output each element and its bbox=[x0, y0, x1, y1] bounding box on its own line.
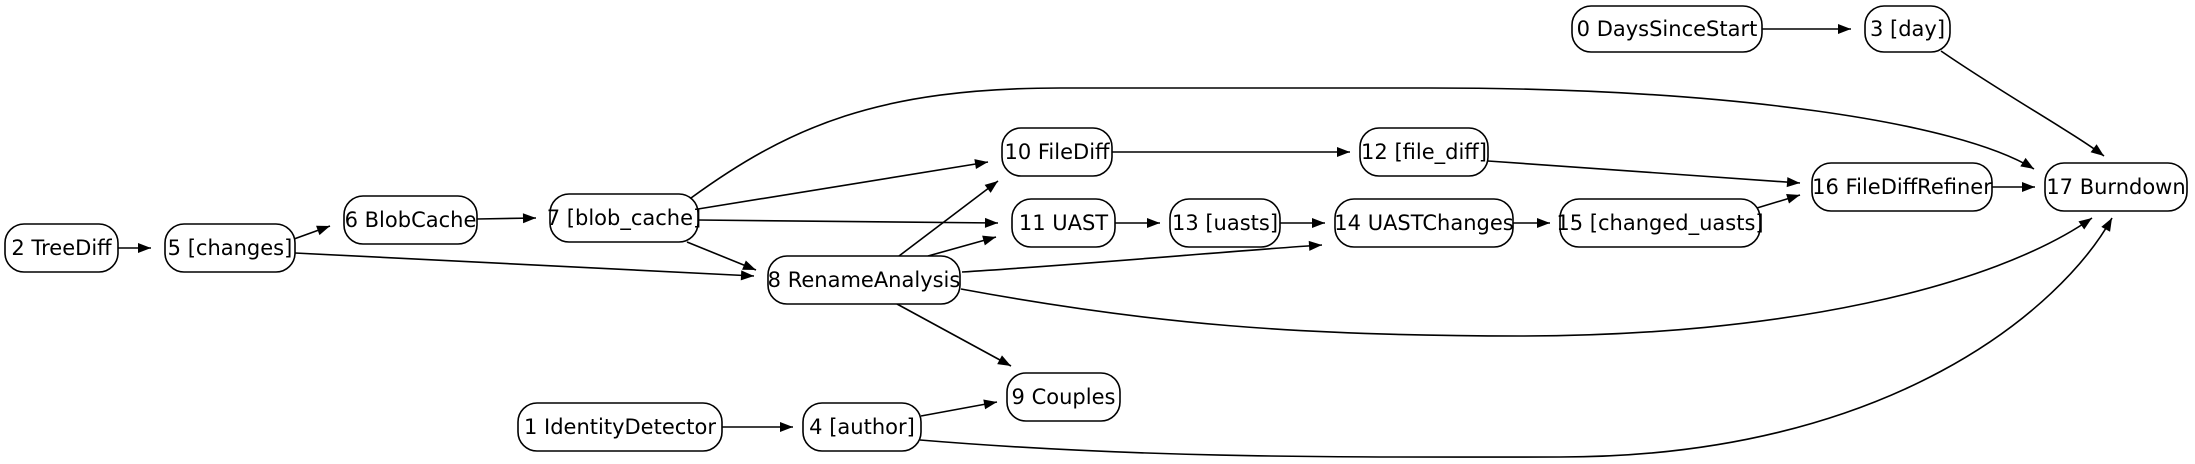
graph-node-4: 4 [author] bbox=[802, 402, 922, 452]
edge-3-to-17 bbox=[1940, 50, 2105, 157]
node-box-17 bbox=[2044, 162, 2188, 212]
nodes-layer: 0 DaysSinceStart 3 [day] 2 TreeDiff 5 [chan… bbox=[4, 5, 2188, 452]
graph-node-7: 7 [blob_cache] bbox=[547, 193, 701, 243]
node-box-8 bbox=[767, 255, 961, 305]
edge-8-to-10 bbox=[898, 180, 999, 257]
edge-8-to-9 bbox=[896, 303, 1012, 367]
node-box-11 bbox=[1011, 198, 1116, 248]
edge-7-to-17 bbox=[690, 87, 2035, 199]
node-box-16 bbox=[1811, 162, 1993, 212]
node-box-14 bbox=[1334, 198, 1514, 248]
graph-node-10: 10 FileDiff bbox=[1001, 127, 1113, 177]
graph-node-11: 11 UAST bbox=[1011, 198, 1116, 248]
graph-node-9: 9 Couples bbox=[1006, 372, 1121, 422]
graph-node-2: 2 TreeDiff bbox=[4, 223, 119, 273]
node-label-12: 12 [file_diff] bbox=[1361, 140, 1487, 165]
graph-node-1: 1 IdentityDetector bbox=[517, 402, 723, 452]
graph-node-6: 6 BlobCache bbox=[343, 195, 478, 245]
graph-node-12: 12 [file_diff] bbox=[1359, 127, 1489, 177]
node-box-3 bbox=[1864, 5, 1951, 53]
graph-node-5: 5 [changes] bbox=[164, 223, 296, 273]
edge-8-to-11 bbox=[927, 235, 997, 257]
graph-node-8: 8 RenameAnalysis bbox=[767, 255, 961, 305]
edge-15-to-16 bbox=[1756, 193, 1801, 209]
node-label-13: 13 [uasts] bbox=[1172, 211, 1278, 235]
node-box-7 bbox=[549, 193, 699, 243]
node-box-9 bbox=[1006, 372, 1121, 422]
node-box-0 bbox=[1571, 5, 1763, 53]
node-box-1 bbox=[517, 402, 723, 452]
edge-12-to-16 bbox=[1487, 160, 1801, 188]
node-box-13 bbox=[1169, 198, 1281, 248]
node-box-6 bbox=[343, 195, 478, 245]
node-label-7: 7 [blob_cache] bbox=[547, 206, 701, 231]
node-label-11: 11 UAST bbox=[1019, 211, 1108, 235]
node-label-1: 1 IdentityDetector bbox=[524, 415, 716, 439]
edges-layer bbox=[118, 24, 2113, 458]
node-label-14: 14 UASTChanges bbox=[1334, 211, 1513, 235]
node-label-10: 10 FileDiff bbox=[1004, 140, 1110, 164]
node-box-2 bbox=[4, 223, 119, 273]
node-label-15: 15 [changed_uasts] bbox=[1556, 211, 1763, 236]
node-label-3: 3 [day] bbox=[1870, 17, 1945, 41]
node-box-5 bbox=[164, 223, 296, 273]
node-label-6: 6 BlobCache bbox=[345, 208, 477, 232]
graph-node-14: 14 UASTChanges bbox=[1334, 198, 1514, 248]
node-label-9: 9 Couples bbox=[1012, 385, 1116, 409]
edge-5-to-8 bbox=[294, 252, 755, 281]
node-label-4: 4 [author] bbox=[809, 415, 915, 439]
graph-node-13: 13 [uasts] bbox=[1169, 198, 1281, 248]
graph-node-15: 15 [changed_uasts] bbox=[1556, 198, 1764, 248]
edge-7-to-11 bbox=[697, 217, 999, 228]
node-box-12 bbox=[1359, 127, 1489, 177]
edge-4-to-9 bbox=[920, 399, 998, 417]
node-label-0: 0 DaysSinceStart bbox=[1577, 17, 1758, 41]
edge-7-to-10 bbox=[697, 159, 989, 210]
node-label-8: 8 RenameAnalysis bbox=[768, 268, 961, 292]
node-label-16: 16 FileDiffRefiner bbox=[1812, 175, 1992, 199]
edge-8-to-17 bbox=[960, 217, 2093, 337]
graph-node-17: 17 Burndown bbox=[2044, 162, 2188, 212]
node-box-15 bbox=[1559, 198, 1761, 248]
graph-node-0: 0 DaysSinceStart bbox=[1571, 5, 1763, 53]
edge-8-to-14 bbox=[961, 240, 1323, 273]
node-label-5: 5 [changes] bbox=[168, 236, 293, 260]
graph-node-3: 3 [day] bbox=[1864, 5, 1951, 53]
edge-4-to-17 bbox=[919, 217, 2113, 458]
node-label-2: 2 TreeDiff bbox=[11, 236, 112, 260]
edge-6-to-7 bbox=[476, 213, 537, 224]
edge-7-to-8 bbox=[686, 241, 757, 271]
node-label-17: 17 Burndown bbox=[2046, 175, 2185, 199]
node-box-10 bbox=[1001, 127, 1113, 177]
edge-5-to-6 bbox=[293, 225, 331, 240]
graph-node-16: 16 FileDiffRefiner bbox=[1811, 162, 1993, 212]
node-box-4 bbox=[802, 402, 922, 452]
